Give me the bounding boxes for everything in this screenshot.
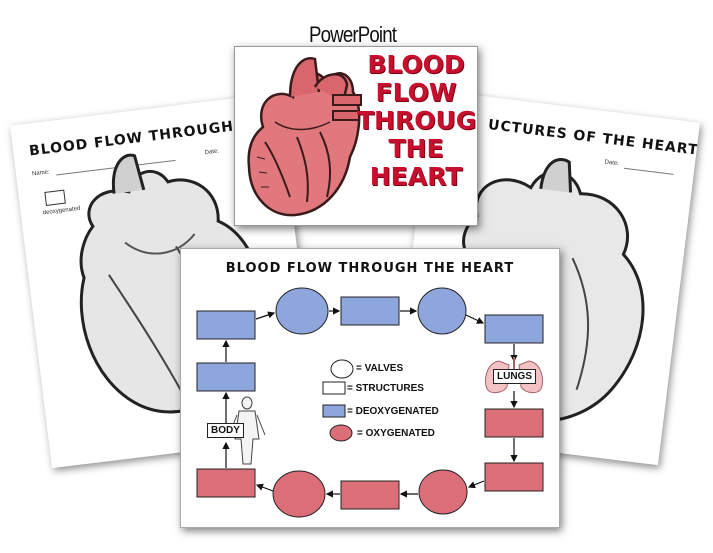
legend-deoxygenated-shape xyxy=(322,404,346,418)
deoxygenated-structure-box xyxy=(196,310,256,340)
slide-title: BLOOD FLOW THROUGH THE HEART xyxy=(357,50,477,191)
legend-valve-shape xyxy=(330,359,354,379)
legend-oxygenated-label: = OXYGENATED xyxy=(357,428,435,439)
flow-diagram xyxy=(196,287,544,518)
legend-valves-label: = VALVES xyxy=(356,363,404,374)
oxygenated-valve-circle xyxy=(418,469,468,515)
oxygenated-structure-box xyxy=(340,480,400,510)
legend-structures-label: = STRUCTURES xyxy=(347,383,424,394)
legend-structure-shape xyxy=(322,381,346,395)
slide-title-line: THE xyxy=(388,134,444,163)
powerpoint-label: PowerPoint xyxy=(309,22,397,47)
oxygenated-structure-box xyxy=(484,462,544,492)
oxygenated-valve-circle xyxy=(272,470,326,518)
flow-chart-title: BLOOD FLOW THROUGH THE HEART xyxy=(225,261,515,276)
lungs-label: LUNGS xyxy=(493,369,536,384)
oxygenated-structure-box xyxy=(196,468,256,498)
slide-title-line: HEART xyxy=(369,162,463,191)
deoxygenated-valve-circle xyxy=(417,287,467,335)
legend-oxygenated-shape xyxy=(329,424,353,442)
legend-deoxygenated-label: = DEOXYGENATED xyxy=(347,406,439,417)
flow-chart-worksheet: BLOOD FLOW THROUGH THE HEART xyxy=(180,248,560,528)
anatomical-heart-illustration xyxy=(247,57,362,217)
powerpoint-slide: BLOOD FLOW THROUGH THE HEART xyxy=(234,46,478,226)
oxygenated-structure-box xyxy=(484,408,544,438)
deoxygenated-structure-box xyxy=(196,362,256,392)
deoxygenated-structure-box xyxy=(484,314,544,344)
deoxygenated-valve-circle xyxy=(275,287,329,335)
deoxygenated-structure-box xyxy=(340,296,400,326)
body-label: BODY xyxy=(207,423,244,438)
slide-title-line: FLOW xyxy=(375,78,457,107)
slide-title-line: THROUGH xyxy=(357,106,477,135)
slide-title-line: BLOOD xyxy=(367,50,465,79)
